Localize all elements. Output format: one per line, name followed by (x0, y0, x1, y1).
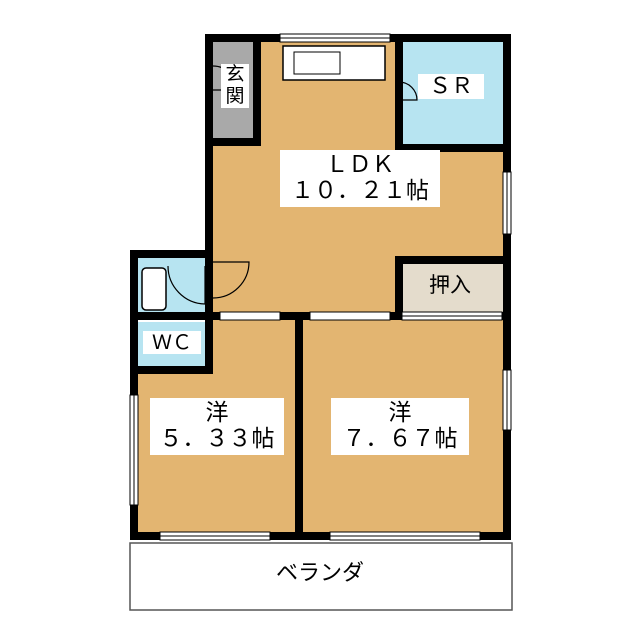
veranda-label: ベランダ (275, 561, 364, 586)
western-right-label: 洋 ７．６７帖 (331, 398, 469, 455)
entrance-label: 玄 関 (221, 63, 249, 108)
sr-label: ＳＲ (418, 74, 484, 100)
western-left-area: ５．３３帖 (159, 426, 275, 453)
ldk-name: ＬＤＫ (325, 152, 395, 178)
entrance-label-char-1: 玄 (225, 63, 245, 85)
closet-floor (399, 264, 503, 312)
ldk-area: １０．２１帖 (291, 178, 429, 205)
kitchen-sink (293, 51, 341, 75)
ldk-label: ＬＤＫ １０．２１帖 (280, 150, 440, 207)
veranda-area (129, 542, 513, 611)
western-left-label: 洋 ５．３３帖 (150, 398, 284, 455)
western-right-name: 洋 (388, 400, 412, 426)
entrance-label-char-2: 関 (225, 84, 245, 107)
western-left-name: 洋 (205, 400, 229, 426)
western-left-floor-top (205, 320, 296, 370)
bathtub (141, 267, 167, 311)
closet-label: 押入 (429, 273, 471, 297)
wc-label: ＷＣ (143, 331, 201, 354)
western-right-area: ７．６７帖 (342, 426, 458, 453)
ldk-floor-bottom (213, 256, 399, 312)
windows (129, 33, 512, 541)
